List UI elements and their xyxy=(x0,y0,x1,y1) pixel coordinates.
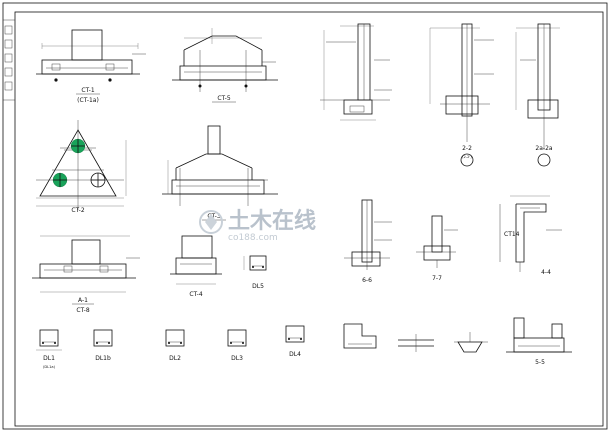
ct-8-elevation xyxy=(32,235,140,293)
section-4-4-title: 4-4 xyxy=(541,269,551,276)
ct-5-title: CT-5 xyxy=(217,95,230,102)
section-5-5-title: 5-5 xyxy=(535,359,545,366)
drawing-frame xyxy=(14,11,604,427)
section-7-7 xyxy=(416,215,458,268)
dl3-section xyxy=(227,329,247,347)
dl1b-title: DL1b xyxy=(95,355,111,362)
pile-head-detail xyxy=(454,332,488,353)
section-1-1 xyxy=(320,23,392,121)
section-7-7-title: 7-7 xyxy=(432,275,442,282)
ct-2-piles xyxy=(52,138,106,188)
section-6-6-title: 6-6 xyxy=(362,277,372,284)
ct14-detail xyxy=(499,195,562,272)
watermark: 土木在线 co188.com xyxy=(199,208,316,243)
section-2a-2a-title: 2a-2a xyxy=(535,145,552,152)
joint-detail xyxy=(398,334,434,352)
section-2-2 xyxy=(429,23,494,167)
ct-3-title: CT-3 xyxy=(207,213,220,220)
ct14-title: CT14 xyxy=(504,231,520,238)
ct-5-elevation xyxy=(172,28,278,92)
wall-base-detail xyxy=(343,323,377,349)
dl5-title: DL5 xyxy=(252,283,264,290)
ct-4-title: CT-4 xyxy=(189,291,202,298)
dl5-section xyxy=(243,255,267,271)
a-1-title: A-1 xyxy=(78,297,88,304)
ct-1-title: CT-1 xyxy=(81,87,94,94)
dl1b-section xyxy=(93,329,113,347)
section-6-6 xyxy=(344,199,392,270)
watermark-text: 土木在线 xyxy=(228,208,316,234)
dl4-title: DL4 xyxy=(289,351,301,358)
dl2-section xyxy=(165,329,185,347)
ct-2-plan xyxy=(36,120,127,210)
ct-8-title: CT-8 xyxy=(76,307,89,314)
dl1-title: DL1 xyxy=(43,355,55,362)
dl2-title: DL2 xyxy=(169,355,181,362)
section-2a-2a xyxy=(515,23,560,167)
dl1-section xyxy=(36,329,62,351)
section-2-2-title: 2-2 xyxy=(462,145,472,152)
section-5-5 xyxy=(506,317,572,353)
ct-4-section xyxy=(170,235,222,285)
dl1-sub-title: (DL1a) xyxy=(43,365,56,369)
ct-3-elevation xyxy=(162,125,278,206)
ct-2-title: CT-2 xyxy=(71,207,84,214)
ct-1-sub-title: (CT-1a) xyxy=(77,97,99,104)
dl3-title: DL3 xyxy=(231,355,243,362)
section-2-2-note: (2-2') xyxy=(462,155,472,159)
title-block-strip xyxy=(3,19,15,101)
dl4-section xyxy=(285,325,305,343)
sheet-border xyxy=(2,2,608,430)
watermark-url: co188.com xyxy=(228,233,278,243)
ct-1-elevation xyxy=(36,29,146,82)
